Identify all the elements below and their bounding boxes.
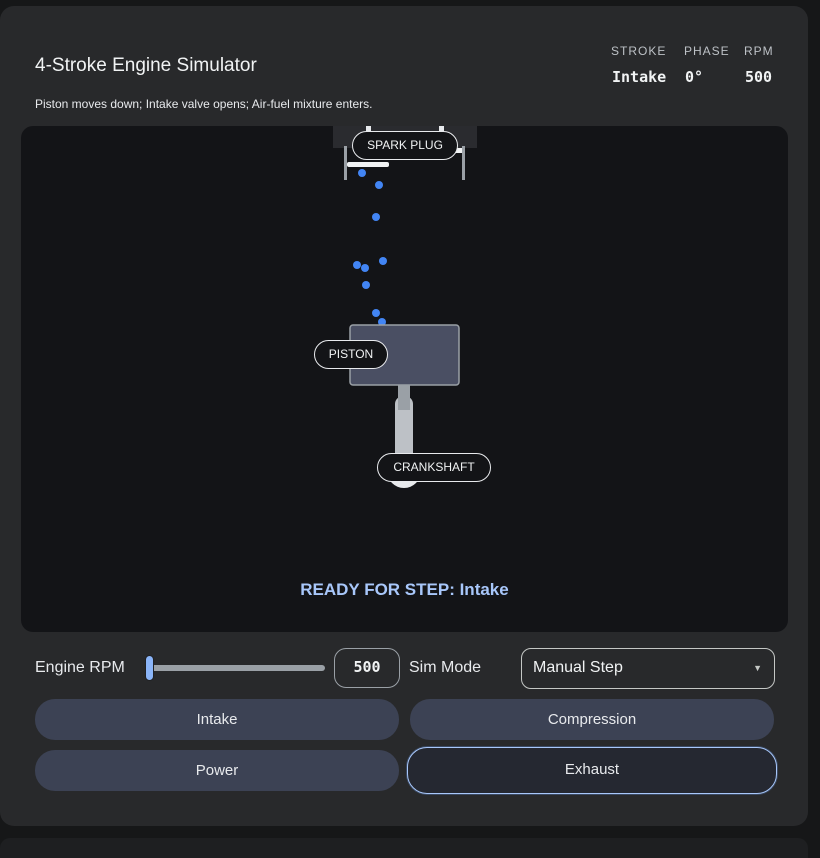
air-fuel-particles: [353, 169, 387, 326]
intake-button[interactable]: Intake: [35, 699, 399, 740]
sim-mode-label: Sim Mode: [409, 659, 482, 676]
rpm-slider-track[interactable]: [149, 665, 325, 671]
spark-plug-label: SPARK PLUG: [352, 131, 458, 160]
stat-label-stroke: STROKE: [611, 44, 667, 58]
next-panel-edge: [0, 838, 808, 858]
stat-label-rpm: RPM: [744, 44, 774, 58]
rpm-slider-thumb[interactable]: [145, 655, 154, 681]
stat-value-phase: 0°: [685, 68, 704, 86]
piston-label: PISTON: [314, 340, 388, 369]
particle: [379, 257, 387, 265]
particle: [358, 169, 366, 177]
sim-mode-value: Manual Step: [533, 659, 623, 676]
engine-drawing: [333, 126, 477, 488]
exhaust-valve-stem: [439, 126, 444, 132]
particle: [353, 261, 361, 269]
status-message: READY FOR STEP: Intake: [300, 580, 509, 599]
stat-value-rpm: 500: [745, 68, 773, 86]
intake-valve-stem: [366, 126, 371, 132]
wrist-pin: [398, 384, 410, 410]
particle: [372, 309, 380, 317]
intake-valve: [347, 162, 389, 167]
engine-rpm-label: Engine RPM: [35, 659, 125, 676]
exhaust-button[interactable]: Exhaust: [407, 747, 777, 794]
chevron-down-icon: ▼: [753, 663, 762, 673]
sim-mode-select[interactable]: Manual Step ▼: [521, 648, 775, 689]
cylinder-wall-left: [344, 146, 347, 180]
app-title: 4-Stroke Engine Simulator: [35, 55, 257, 76]
particle: [362, 281, 370, 289]
engine-canvas: SPARK PLUG PISTON CRANKSHAFT READY FOR S…: [21, 126, 788, 632]
particle: [378, 318, 386, 326]
power-button[interactable]: Power: [35, 750, 399, 791]
exhaust-valve: [455, 148, 462, 153]
stat-label-phase: PHASE: [684, 44, 730, 58]
cylinder-wall-right: [462, 146, 465, 180]
stroke-description: Piston moves down; Intake valve opens; A…: [35, 97, 373, 111]
stat-value-stroke: Intake: [612, 68, 667, 86]
particle: [361, 264, 369, 272]
compression-button[interactable]: Compression: [410, 699, 774, 740]
rpm-input[interactable]: 500: [334, 648, 400, 688]
particle: [375, 181, 383, 189]
particle: [372, 213, 380, 221]
crankshaft-label: CRANKSHAFT: [377, 453, 491, 482]
